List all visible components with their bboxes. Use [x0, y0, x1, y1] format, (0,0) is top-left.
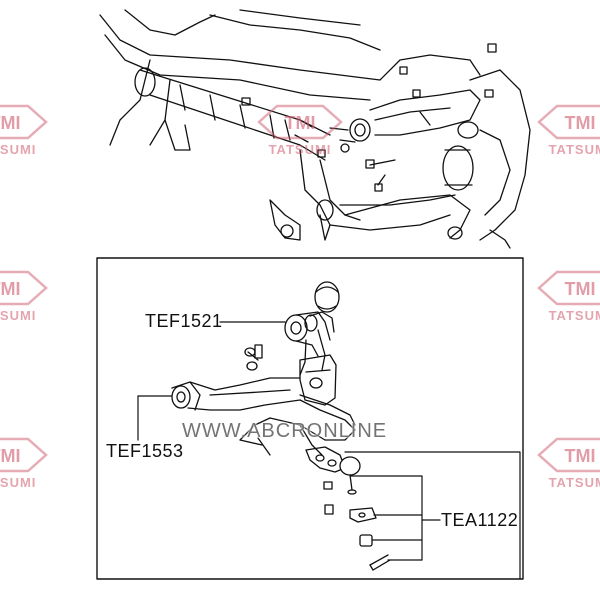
svg-text:TMI: TMI [565, 113, 596, 133]
watermark-brand: TATSUMI [548, 142, 600, 157]
svg-text:TMI: TMI [0, 113, 21, 133]
tmi-logo-icon: TMI [0, 270, 48, 306]
watermark-brand: TATSUMI [548, 308, 600, 323]
svg-text:TMI: TMI [285, 113, 316, 133]
tmi-logo-icon: TMI [0, 437, 48, 473]
watermark-brand: TATSUMI [0, 475, 37, 490]
knuckle-bracket [244, 344, 356, 426]
watermark-logo-right-3: TMI TATSUMI [535, 435, 600, 499]
site-watermark: WWW.ABCRONLINE [182, 420, 388, 442]
tmi-logo-icon: TMI [537, 270, 600, 306]
svg-text:TMI: TMI [565, 446, 596, 466]
upper-arm-bushing [284, 311, 335, 376]
detail-box [96, 257, 524, 580]
tmi-logo-icon: TMI [537, 104, 600, 140]
ball-joint [305, 446, 391, 571]
label-ball-joint: TEA1122 [441, 510, 519, 530]
watermark-brand: TATSUMI [268, 142, 332, 157]
watermark-logo-left-2: TMI TATSUMI [0, 268, 50, 332]
svg-text:TMI: TMI [565, 279, 596, 299]
watermark-brand: TATSUMI [0, 142, 37, 157]
watermark-logo-right-1: TMI TATSUMI [535, 102, 600, 166]
watermark-brand: TATSUMI [0, 308, 37, 323]
lower-control-arm [171, 377, 356, 456]
tmi-logo-icon: TMI [537, 437, 600, 473]
watermark-brand: TATSUMI [548, 475, 600, 490]
subframe-assembly [99, 9, 531, 249]
label-upper-arm: TEF1521 [145, 311, 223, 331]
leader-lines [137, 321, 521, 580]
label-lower-arm: TEF1553 [106, 441, 184, 461]
watermark-logo-right-2: TMI TATSUMI [535, 268, 600, 332]
ball-joint-boot [314, 281, 340, 313]
watermark-logo-center-1: TMI TATSUMI [255, 102, 345, 166]
tmi-logo-icon: TMI [257, 104, 343, 140]
svg-text:TMI: TMI [0, 279, 21, 299]
watermark-logo-left-3: TMI TATSUMI [0, 435, 50, 499]
watermark-logo-left-1: TMI TATSUMI [0, 102, 50, 166]
svg-text:TMI: TMI [0, 446, 21, 466]
tmi-logo-icon: TMI [0, 104, 48, 140]
